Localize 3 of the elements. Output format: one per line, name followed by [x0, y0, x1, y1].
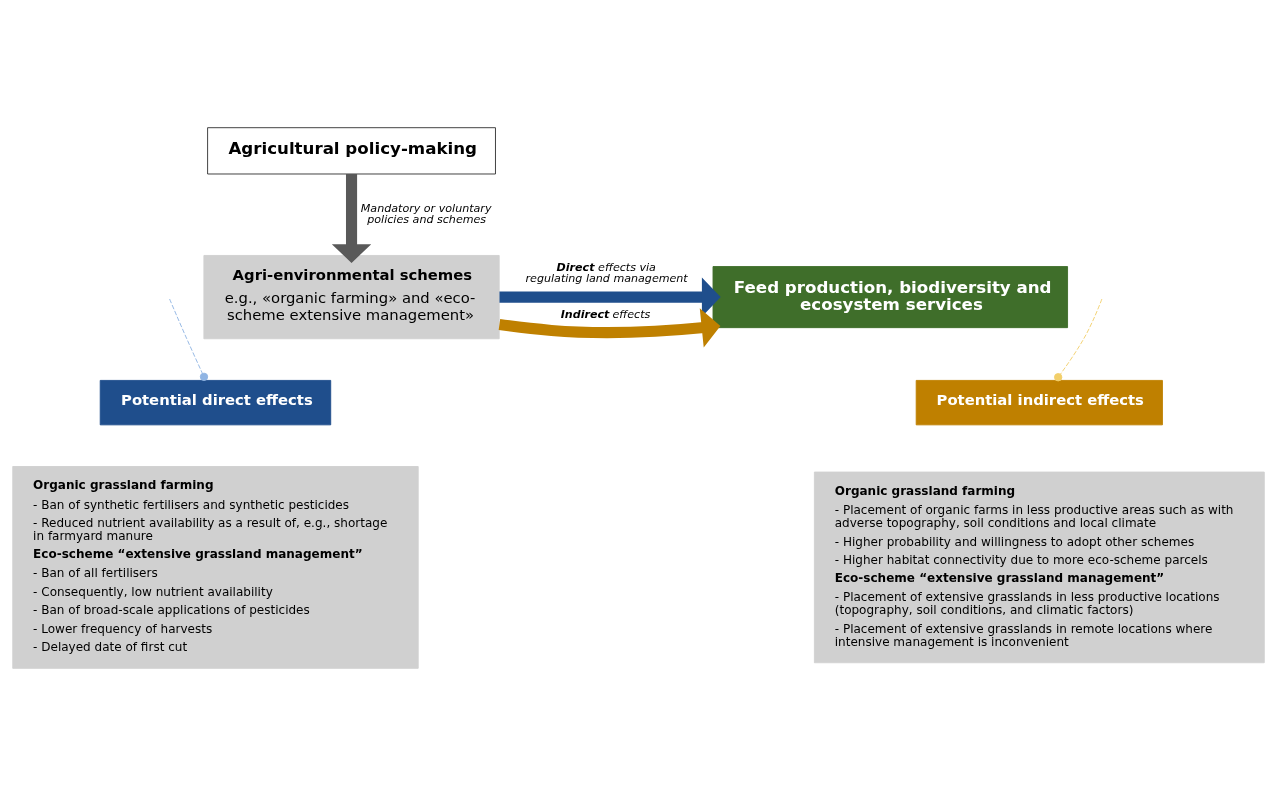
edge-label: Direct effects via regulating land management — [525, 260, 688, 285]
edge-label: Mandatory or voluntary policies and schemes — [360, 201, 492, 226]
edge-label: Indirect effects — [560, 307, 651, 321]
